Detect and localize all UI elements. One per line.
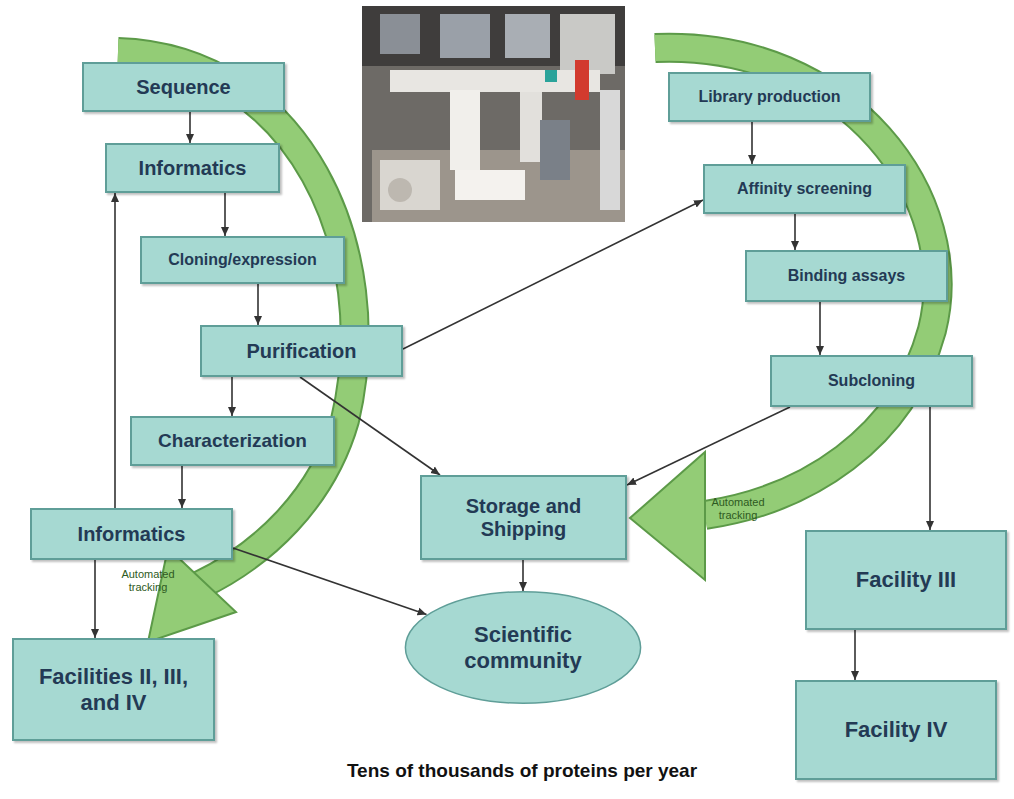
node-text: Library production bbox=[698, 88, 840, 106]
robot-photo bbox=[362, 6, 625, 222]
process-box: Purification bbox=[200, 325, 403, 377]
band-label: Automated tracking bbox=[118, 568, 178, 593]
connector-arrow bbox=[403, 200, 703, 349]
connector-arrow bbox=[854, 630, 856, 680]
node-text: Informatics bbox=[139, 157, 247, 180]
node-text: Facility III bbox=[856, 567, 956, 592]
cycle-band bbox=[655, 48, 938, 515]
process-box: Informatics bbox=[105, 143, 280, 193]
node-text: Sequence bbox=[136, 76, 230, 99]
connector-arrow bbox=[94, 560, 96, 638]
facility-box: Facilities II, III, and IV bbox=[12, 638, 215, 741]
connector-arrow bbox=[233, 548, 427, 614]
connector-arrow bbox=[751, 122, 753, 164]
cycle-band bbox=[655, 48, 938, 515]
community-ellipse: Scientific community bbox=[403, 590, 643, 705]
node-text: Binding assays bbox=[788, 267, 905, 285]
node-text: Cloning/expression bbox=[168, 251, 316, 269]
node-text: Scientific community bbox=[435, 622, 611, 673]
process-box: Sequence bbox=[82, 62, 285, 112]
facility-box: Facility IV bbox=[795, 680, 997, 780]
node-text: Facilities II, III, and IV bbox=[24, 664, 203, 715]
connector-arrow bbox=[114, 193, 116, 508]
connector-arrow bbox=[627, 407, 790, 485]
process-box: Cloning/expression bbox=[140, 236, 345, 284]
connector-arrow bbox=[224, 193, 226, 236]
node-text: Storage and Shipping bbox=[432, 495, 615, 541]
process-box: Affinity screening bbox=[703, 164, 906, 214]
cycle-band bbox=[118, 52, 355, 585]
connector-arrow bbox=[522, 560, 524, 591]
node-text: Informatics bbox=[78, 523, 186, 546]
node-text: Characterization bbox=[158, 430, 307, 452]
connector-arrow bbox=[231, 377, 233, 416]
cycle-arrowhead bbox=[148, 548, 236, 642]
node-text: Purification bbox=[246, 340, 356, 363]
caption: Tens of thousands of proteins per year bbox=[0, 760, 1014, 782]
cycle-arrowhead bbox=[630, 452, 705, 580]
band-label: Automated tracking bbox=[708, 496, 768, 521]
connector-arrow bbox=[819, 302, 821, 355]
process-box: Binding assays bbox=[745, 250, 948, 302]
connector-arrow bbox=[181, 466, 183, 508]
cycle-band bbox=[118, 52, 355, 585]
node-text: Affinity screening bbox=[737, 180, 872, 198]
process-box: Characterization bbox=[130, 416, 335, 466]
facility-box: Facility III bbox=[805, 530, 1007, 630]
process-box: Informatics bbox=[30, 508, 233, 560]
node-text: Subcloning bbox=[828, 372, 915, 390]
connector-arrow bbox=[189, 112, 191, 143]
process-box: Library production bbox=[668, 72, 871, 122]
process-box: Storage and Shipping bbox=[420, 475, 627, 560]
connector-arrow bbox=[929, 407, 931, 530]
connector-arrow bbox=[794, 214, 796, 250]
node-text: Facility IV bbox=[845, 717, 948, 742]
connector-arrow bbox=[257, 284, 259, 325]
process-box: Subcloning bbox=[770, 355, 973, 407]
